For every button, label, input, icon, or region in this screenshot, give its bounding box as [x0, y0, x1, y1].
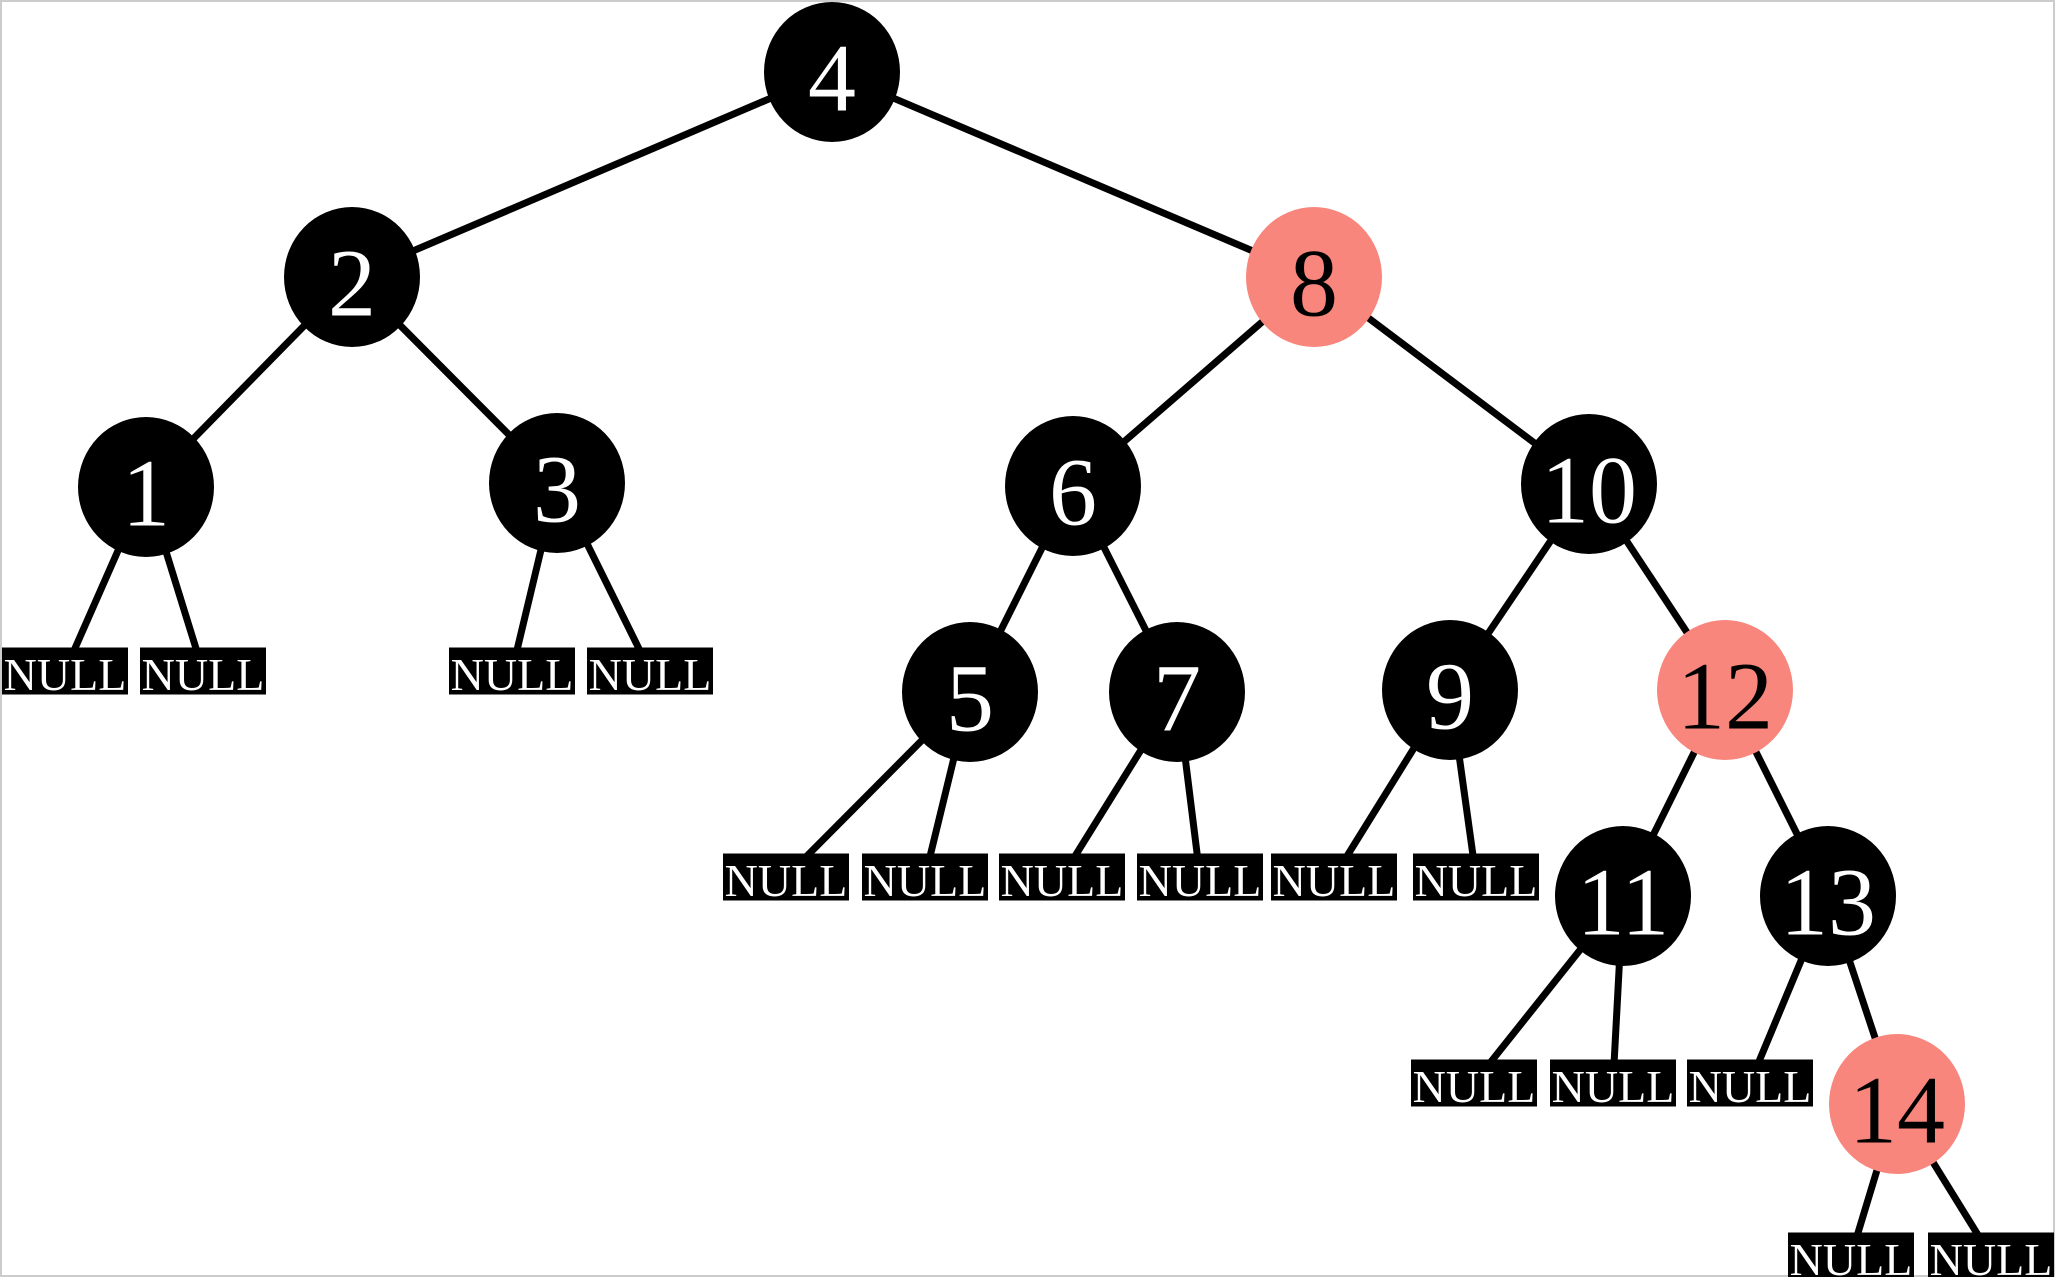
- black-node-circle: [1521, 414, 1657, 554]
- node-label: 9: [1426, 642, 1474, 749]
- black-node-circle: [284, 207, 420, 347]
- tree-node-9: 9: [1382, 620, 1518, 760]
- null-label: NULL: [589, 649, 712, 700]
- red-node-circle: [1246, 207, 1382, 347]
- tree-node-5: 5: [902, 622, 1038, 762]
- null-label: NULL: [1930, 1234, 2053, 1277]
- null-label: NULL: [451, 649, 574, 700]
- null-leaf-null-5L: NULL: [723, 853, 849, 906]
- null-leaf-null-1R: NULL: [140, 647, 266, 700]
- red-node-circle: [1829, 1034, 1965, 1174]
- black-node-circle: [78, 417, 214, 557]
- node-label: 1: [122, 439, 170, 546]
- null-box: [449, 647, 575, 695]
- tree-node-3: 3: [489, 413, 625, 553]
- red-node-circle: [1657, 620, 1793, 760]
- null-box: [999, 853, 1125, 901]
- null-leaf-null-5R: NULL: [862, 853, 988, 906]
- null-leaf-null-11R: NULL: [1550, 1059, 1676, 1112]
- null-box: [1411, 1059, 1537, 1107]
- node-label: 3: [533, 435, 581, 542]
- node-label: 14: [1849, 1056, 1945, 1163]
- null-label: NULL: [725, 855, 848, 906]
- black-node-circle: [1555, 826, 1691, 966]
- null-label: NULL: [1413, 1061, 1536, 1112]
- black-node-circle: [1005, 416, 1141, 556]
- null-leaf-null-14R: NULL: [1928, 1232, 2054, 1277]
- null-box: [1550, 1059, 1676, 1107]
- node-label: 13: [1780, 848, 1876, 955]
- null-box: [1687, 1059, 1813, 1107]
- null-label: NULL: [1139, 855, 1262, 906]
- null-label: NULL: [1273, 855, 1396, 906]
- null-leaf-null-14L: NULL: [1788, 1232, 1914, 1277]
- node-label: 7: [1153, 644, 1201, 751]
- null-label: NULL: [142, 649, 265, 700]
- null-box: [140, 647, 266, 695]
- black-node-circle: [764, 2, 900, 142]
- node-label: 12: [1677, 642, 1773, 749]
- null-label: NULL: [1552, 1061, 1675, 1112]
- node-label: 5: [946, 644, 994, 751]
- tree-edge-4-8: [830, 68, 1316, 281]
- tree-node-14: 14: [1829, 1034, 1965, 1174]
- black-node-circle: [1109, 622, 1245, 762]
- null-label: NULL: [1790, 1234, 1913, 1277]
- null-box: [1271, 853, 1397, 901]
- null-label: NULL: [1001, 855, 1124, 906]
- black-node-circle: [1760, 826, 1896, 966]
- black-node-circle: [902, 622, 1038, 762]
- null-leaf-null-1L: NULL: [2, 647, 128, 700]
- tree-node-10: 10: [1521, 414, 1657, 554]
- null-box: [1137, 853, 1263, 901]
- null-leaf-null-13L: NULL: [1687, 1059, 1813, 1112]
- node-label: 8: [1290, 229, 1338, 336]
- tree-node-8: 8: [1246, 207, 1382, 347]
- null-box: [723, 853, 849, 901]
- null-leaf-null-9L: NULL: [1271, 853, 1397, 906]
- tree-node-1: 1: [78, 417, 214, 557]
- null-label: NULL: [864, 855, 987, 906]
- null-box: [2, 647, 128, 695]
- null-label: NULL: [4, 649, 127, 700]
- tree-node-11: 11: [1555, 826, 1691, 966]
- tree-node-2: 2: [284, 207, 420, 347]
- null-box: [1413, 853, 1539, 901]
- null-leaf-null-9R: NULL: [1413, 853, 1539, 906]
- black-node-circle: [489, 413, 625, 553]
- node-label: 6: [1049, 438, 1097, 545]
- tree-node-6: 6: [1005, 416, 1141, 556]
- tree-edge-4-2: [350, 68, 834, 281]
- node-label: 10: [1541, 436, 1637, 543]
- black-node-circle: [1382, 620, 1518, 760]
- node-label: 11: [1577, 848, 1669, 955]
- node-label: 2: [328, 229, 376, 336]
- null-label: NULL: [1689, 1061, 1812, 1112]
- null-box: [1928, 1232, 2054, 1277]
- null-leaf-null-7R: NULL: [1137, 853, 1263, 906]
- null-leaf-null-3L: NULL: [449, 647, 575, 700]
- null-label: NULL: [1415, 855, 1538, 906]
- tree-node-13: 13: [1760, 826, 1896, 966]
- null-leaf-null-7L: NULL: [999, 853, 1125, 906]
- null-box: [587, 647, 713, 695]
- null-leaf-null-3R: NULL: [587, 647, 713, 700]
- node-label: 4: [808, 24, 856, 131]
- null-box: [1788, 1232, 1914, 1277]
- tree-node-12: 12: [1657, 620, 1793, 760]
- null-box: [862, 853, 988, 901]
- tree-node-4: 4: [764, 2, 900, 142]
- null-leaf-null-11L: NULL: [1411, 1059, 1537, 1112]
- tree-node-7: 7: [1109, 622, 1245, 762]
